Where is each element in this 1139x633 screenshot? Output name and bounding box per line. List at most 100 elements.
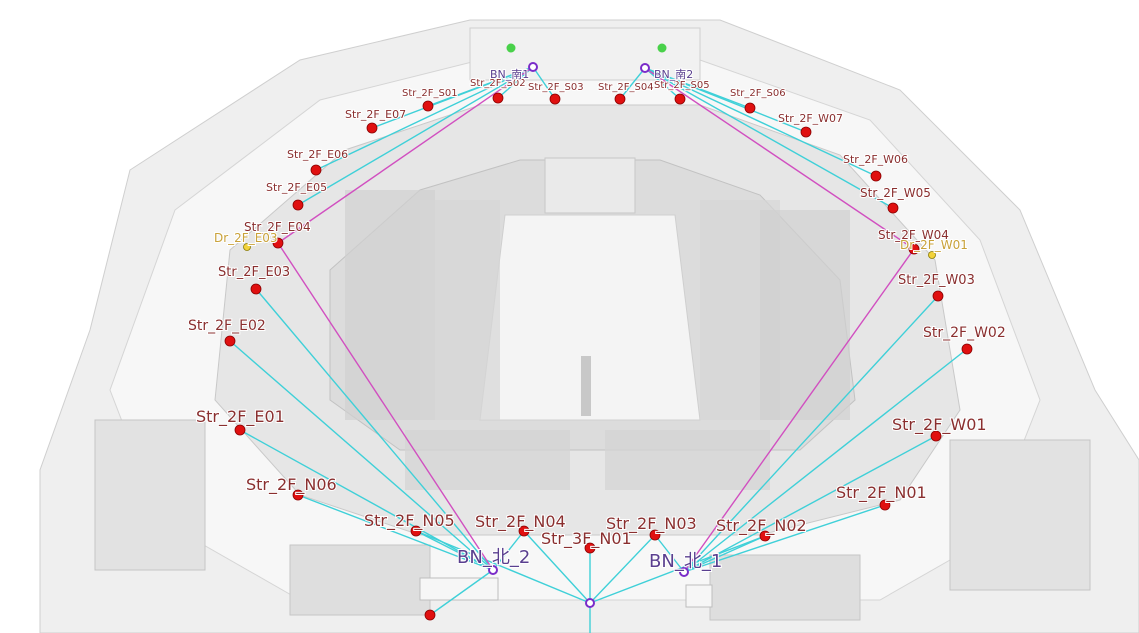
cyan-link-kita2-e01 xyxy=(239,429,494,571)
hub-node-min1[interactable] xyxy=(528,62,538,72)
cyan-link-kita2-n06 xyxy=(297,494,494,571)
cyan-link-min1-s03 xyxy=(532,66,556,100)
label-str-2f-e06: Str_2F_E06 xyxy=(287,148,348,161)
sensor-marker-e05[interactable] xyxy=(292,199,304,211)
hub-node-kita1[interactable] xyxy=(679,567,689,577)
cyan-link-min1-e05 xyxy=(297,66,534,206)
magenta-link-kita2-e04 xyxy=(277,242,494,571)
west-rooms xyxy=(949,439,1091,591)
label-str-2f-e05: Str_2F_E05 xyxy=(266,181,327,194)
door-marker-2[interactable] xyxy=(928,251,936,259)
label-str-2f-w01: Str_2F_W01 xyxy=(892,415,987,435)
cyan-link-min2-s04 xyxy=(619,67,646,100)
gateway-marker-2[interactable] xyxy=(657,43,667,53)
cyan-link-kita1-w03 xyxy=(683,295,939,573)
sensor-marker-w06[interactable] xyxy=(870,170,882,182)
sensor-marker-n3f[interactable] xyxy=(584,542,596,554)
sensor-marker-s03[interactable] xyxy=(549,93,561,105)
sensor-marker-w07[interactable] xyxy=(800,126,812,138)
magenta-link-kita1-w04 xyxy=(683,248,915,573)
cyan-link-kita1-w02 xyxy=(683,348,968,573)
label-str-2f-s06: Str_2F_S06 xyxy=(730,88,786,99)
cyan-link-kita2-e03 xyxy=(255,288,494,571)
hub-node-min2[interactable] xyxy=(640,63,650,73)
east-rooms xyxy=(94,419,206,571)
hub-node-kita2[interactable] xyxy=(488,565,498,575)
label-dr-2f-e03: Dr_2F_E03 xyxy=(214,231,278,245)
sensor-marker-s05[interactable] xyxy=(674,93,686,105)
label-str-2f-w06: Str_2F_W06 xyxy=(843,153,908,166)
sensor-marker-n03[interactable] xyxy=(649,529,661,541)
label-bn-minami-2: BN_南2 xyxy=(654,68,693,81)
cyan-link-kita2-n04 xyxy=(492,530,525,571)
cyan-link-center-n03 xyxy=(589,534,656,604)
label-bn-kita-1: BN_北_1 xyxy=(649,551,722,572)
label-dr-2f-w01: Dr_2F_W01 xyxy=(900,238,968,252)
sensor-marker-w01[interactable] xyxy=(930,430,942,442)
top-stage-structure xyxy=(469,27,701,81)
door-marker-1[interactable] xyxy=(243,243,251,251)
sensor-marker-e01[interactable] xyxy=(234,424,246,436)
label-bn-kita-2: BN_北_2 xyxy=(457,547,530,568)
label-str-2f-s01: Str_2F_S01 xyxy=(402,88,458,99)
label-str-2f-e01: Str_2F_E01 xyxy=(196,407,285,427)
cyan-link-kita1-w01 xyxy=(683,435,937,573)
north-gate-right xyxy=(685,584,713,608)
sensor-marker-s04[interactable] xyxy=(614,93,626,105)
left-seat-block-2 xyxy=(420,200,500,420)
sensor-marker-n04[interactable] xyxy=(518,525,530,537)
label-str-2f-e02: Str_2F_E02 xyxy=(188,318,266,334)
sensor-marker-n06[interactable] xyxy=(292,489,304,501)
center-tower xyxy=(581,356,591,416)
north-seat-block-left xyxy=(405,430,570,490)
connection-lines xyxy=(229,66,968,633)
sensor-marker-n01[interactable] xyxy=(879,499,891,511)
label-str-2f-e03: Str_2F_E03 xyxy=(218,265,290,280)
label-bn-minami-1: BN_南1 xyxy=(490,68,529,81)
gateway-marker-1[interactable] xyxy=(506,43,516,53)
sensor-marker-s06[interactable] xyxy=(744,102,756,114)
label-str-2f-n04: Str_2F_N04 xyxy=(475,512,566,532)
cyan-link-kita1-n03 xyxy=(654,534,685,573)
label-str-2f-w05: Str_2F_W05 xyxy=(860,186,931,200)
cyan-link-stub xyxy=(429,569,494,616)
sensor-labels: Str_2F_S01 Str_2F_S02 Str_2F_S03 Str_2F_… xyxy=(187,67,1007,573)
hub-node-center[interactable] xyxy=(585,598,595,608)
sensor-marker-s01[interactable] xyxy=(422,100,434,112)
label-str-2f-n02: Str_2F_N02 xyxy=(716,516,807,536)
sensor-nodes xyxy=(224,43,973,621)
north-seat-block-right xyxy=(605,430,770,490)
sensor-marker-e03[interactable] xyxy=(250,283,262,295)
label-str-2f-e04: Str_2F_E04 xyxy=(244,220,311,234)
cyan-link-min2-s05 xyxy=(644,67,681,100)
sensor-marker-e04[interactable] xyxy=(272,237,284,249)
sensor-marker-e07[interactable] xyxy=(366,122,378,134)
cyan-link-min2-w06 xyxy=(644,67,877,177)
sensor-marker-e06[interactable] xyxy=(310,164,322,176)
cyan-link-kita1-n01 xyxy=(683,504,886,573)
sensor-marker-n02[interactable] xyxy=(759,530,771,542)
label-str-2f-n01: Str_2F_N01 xyxy=(836,483,927,503)
sensor-marker-w02[interactable] xyxy=(961,343,973,355)
sensor-marker-s02[interactable] xyxy=(492,92,504,104)
label-str-2f-w04: Str_2F_W04 xyxy=(878,228,949,242)
cyan-link-center-n04 xyxy=(523,530,591,604)
label-str-2f-s02: Str_2F_S02 xyxy=(470,78,526,89)
sensor-marker-w05[interactable] xyxy=(887,202,899,214)
sensor-marker-w04[interactable] xyxy=(908,243,920,255)
label-str-2f-s05: Str_2F_S05 xyxy=(654,80,710,91)
label-str-2f-s04: Str_2F_S04 xyxy=(598,82,654,93)
magenta-link-min2-w04 xyxy=(644,67,915,250)
sensor-marker-w03[interactable] xyxy=(932,290,944,302)
sensor-marker-n05[interactable] xyxy=(410,525,422,537)
right-seat-block-2 xyxy=(760,210,850,420)
cyan-link-kita2-e02 xyxy=(229,340,494,571)
sensor-marker-bot[interactable] xyxy=(424,609,436,621)
cyan-link-min1-e06 xyxy=(315,66,534,171)
label-str-2f-s03: Str_2F_S03 xyxy=(528,82,584,93)
label-str-2f-n05: Str_2F_N05 xyxy=(364,511,455,531)
north-stair-right xyxy=(709,554,861,621)
cyan-link-min2-w05 xyxy=(644,67,894,209)
sensor-marker-e02[interactable] xyxy=(224,335,236,347)
